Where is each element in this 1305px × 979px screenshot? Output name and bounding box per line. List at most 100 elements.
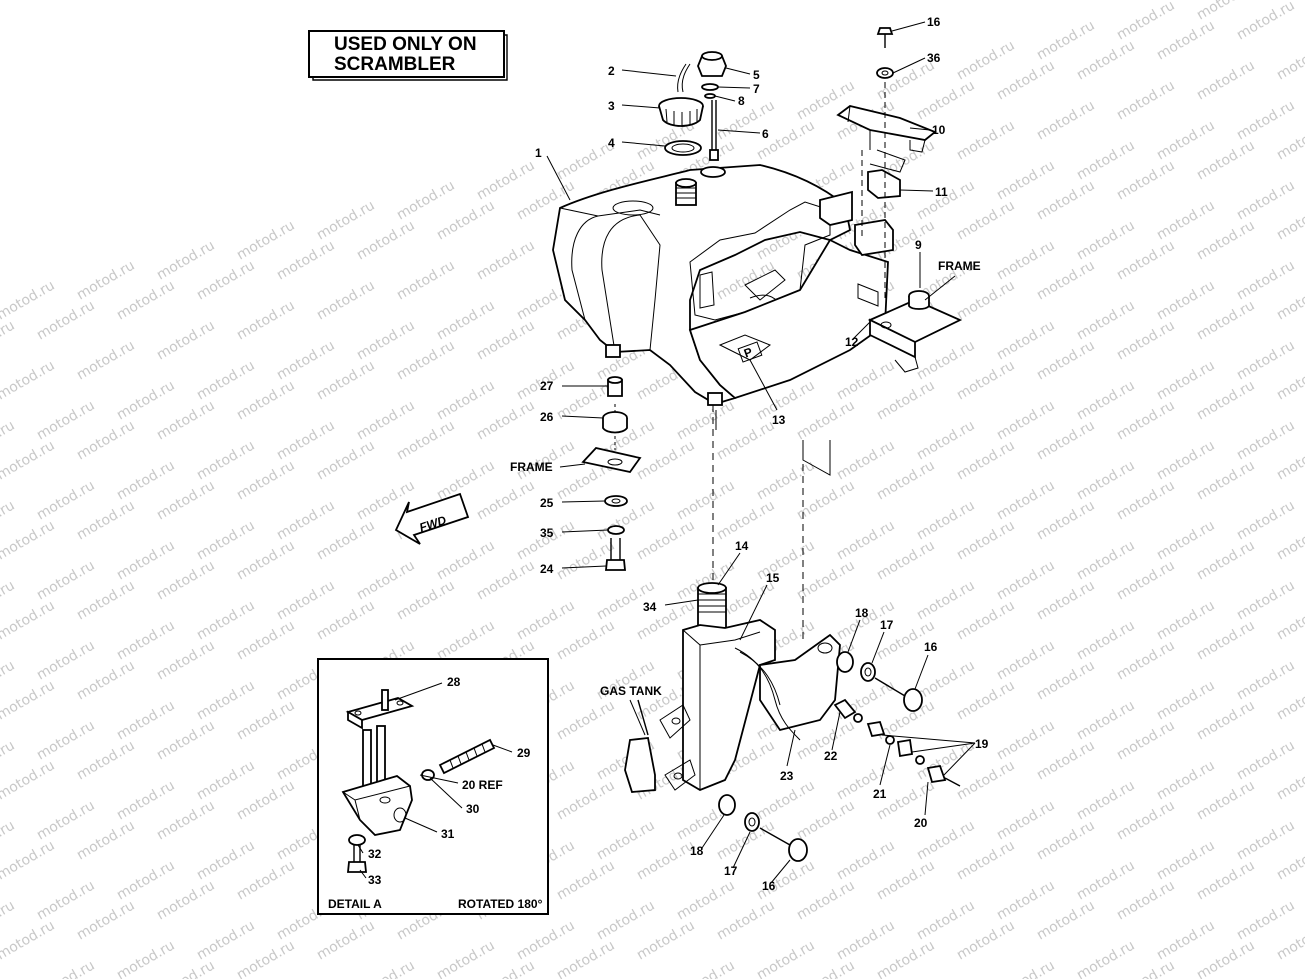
watermark-text: motod.ru bbox=[314, 357, 378, 403]
watermark-text: motod.ru bbox=[914, 417, 978, 463]
watermark-text: motod.ru bbox=[1074, 857, 1138, 903]
watermark-text: motod.ru bbox=[34, 297, 98, 343]
watermark-text: motod.ru bbox=[1234, 337, 1298, 383]
detail-title: DETAIL A bbox=[328, 897, 382, 911]
watermark-text: motod.ru bbox=[234, 617, 298, 663]
fuel-valve-assembly bbox=[833, 698, 961, 787]
callout-20-ref: 20 REF bbox=[462, 778, 503, 792]
watermark-text: motod.ru bbox=[1234, 737, 1298, 783]
watermark-text: motod.ru bbox=[994, 157, 1058, 203]
watermark-text: motod.ru bbox=[554, 777, 618, 823]
watermark-text: motod.ru bbox=[234, 377, 298, 423]
watermark-text: motod.ru bbox=[274, 497, 338, 543]
callout-27: 27 bbox=[540, 379, 554, 393]
fwd-arrow: FWD bbox=[394, 492, 470, 545]
watermark-text: motod.ru bbox=[1234, 97, 1298, 143]
watermark-text: motod.ru bbox=[1154, 677, 1218, 723]
watermark-text: motod.ru bbox=[554, 857, 618, 903]
watermark-text: motod.ru bbox=[434, 197, 498, 243]
scrambler-note-box: USED ONLY ON SCRAMBLER bbox=[308, 30, 508, 81]
watermark-text: motod.ru bbox=[1234, 0, 1298, 43]
watermark-text: motod.ru bbox=[474, 477, 538, 523]
watermark-text: motod.ru bbox=[634, 837, 698, 883]
watermark-text: motod.ru bbox=[1234, 497, 1298, 543]
watermark-text: motod.ru bbox=[554, 617, 618, 663]
watermark-text: motod.ru bbox=[1034, 817, 1098, 863]
watermark-text: motod.ru bbox=[234, 297, 298, 343]
watermark-text: motod.ru bbox=[1114, 157, 1178, 203]
watermark-text: motod.ru bbox=[154, 477, 218, 523]
watermark-text: motod.ru bbox=[1154, 437, 1218, 483]
watermark-text: motod.ru bbox=[194, 597, 258, 643]
callout-14: 14 bbox=[735, 539, 749, 553]
watermark-text: motod.ru bbox=[674, 957, 738, 979]
frame-label-mid: FRAME bbox=[510, 460, 553, 474]
callout-7: 7 bbox=[753, 82, 760, 96]
lower-reservoir bbox=[659, 582, 841, 791]
left-mount-stack bbox=[581, 376, 642, 571]
callout-29: 29 bbox=[517, 746, 531, 760]
right-hardware-lower bbox=[718, 794, 808, 862]
watermark-text: motod.ru bbox=[1274, 37, 1305, 83]
watermark-text: motod.ru bbox=[994, 717, 1058, 763]
watermark-text: motod.ru bbox=[434, 537, 498, 583]
watermark-text: motod.ru bbox=[394, 257, 458, 303]
callout-17-lower: 17 bbox=[724, 864, 738, 878]
watermark-text: motod.ru bbox=[34, 557, 98, 603]
watermark-text: motod.ru bbox=[74, 337, 138, 383]
watermark-text: motod.ru bbox=[1074, 537, 1138, 583]
callout-35: 35 bbox=[540, 526, 554, 540]
watermark-text: motod.ru bbox=[194, 357, 258, 403]
watermark-text: motod.ru bbox=[714, 497, 778, 543]
watermark-text: motod.ru bbox=[1194, 57, 1258, 103]
callout-25: 25 bbox=[540, 496, 554, 510]
watermark-text: motod.ru bbox=[1274, 837, 1305, 883]
watermark-text: motod.ru bbox=[1154, 757, 1218, 803]
watermark-text: motod.ru bbox=[994, 57, 1058, 103]
watermark-text: motod.ru bbox=[434, 457, 498, 503]
watermark-text: motod.ru bbox=[754, 457, 818, 503]
watermark-text: motod.ru bbox=[234, 457, 298, 503]
watermark-text: motod.ru bbox=[0, 597, 58, 643]
watermark-text: motod.ru bbox=[314, 197, 378, 243]
watermark-text: motod.ru bbox=[234, 857, 298, 903]
watermark-text: motod.ru bbox=[234, 537, 298, 583]
watermark-text: motod.ru bbox=[314, 917, 378, 963]
watermark-text: motod.ru bbox=[554, 937, 618, 979]
callout-16-mid: 16 bbox=[924, 640, 938, 654]
watermark-text: motod.ru bbox=[114, 777, 178, 823]
callout-21: 21 bbox=[873, 787, 887, 801]
watermark-text: motod.ru bbox=[954, 117, 1018, 163]
watermark-text: motod.ru bbox=[434, 377, 498, 423]
gas-tank-label: GAS TANK bbox=[600, 684, 662, 698]
watermark-text: motod.ru bbox=[1074, 37, 1138, 83]
oil-tank-body: P bbox=[552, 164, 894, 406]
callout-8: 8 bbox=[738, 94, 745, 108]
watermark-text: motod.ru bbox=[1034, 657, 1098, 703]
watermark-text: motod.ru bbox=[394, 337, 458, 383]
watermark-text: motod.ru bbox=[74, 657, 138, 703]
watermark-text: motod.ru bbox=[954, 37, 1018, 83]
watermark-text: motod.ru bbox=[314, 277, 378, 323]
watermark-text: motod.ru bbox=[834, 357, 898, 403]
watermark-text: motod.ru bbox=[714, 257, 778, 303]
watermark-text: motod.ru bbox=[1034, 897, 1098, 943]
watermark-text: motod.ru bbox=[1274, 517, 1305, 563]
watermark-text: motod.ru bbox=[354, 557, 418, 603]
callout-11: 11 bbox=[935, 185, 948, 199]
watermark-text: motod.ru bbox=[994, 397, 1058, 443]
watermark-text: motod.ru bbox=[194, 437, 258, 483]
watermark-text: motod.ru bbox=[954, 437, 1018, 483]
watermark-text: motod.ru bbox=[1074, 297, 1138, 343]
watermark-text: motod.ru bbox=[954, 837, 1018, 883]
watermark-text: motod.ru bbox=[994, 877, 1058, 923]
gas-tank-corner bbox=[624, 699, 656, 793]
watermark-text: motod.ru bbox=[634, 517, 698, 563]
watermark-text: motod.ru bbox=[1194, 217, 1258, 263]
watermark-text: motod.ru bbox=[274, 237, 338, 283]
top-bracket-hardware bbox=[836, 27, 937, 300]
watermark-text: motod.ru bbox=[1114, 957, 1178, 979]
watermark-text: motod.ru bbox=[74, 737, 138, 783]
watermark-text: motod.ru bbox=[34, 637, 98, 683]
